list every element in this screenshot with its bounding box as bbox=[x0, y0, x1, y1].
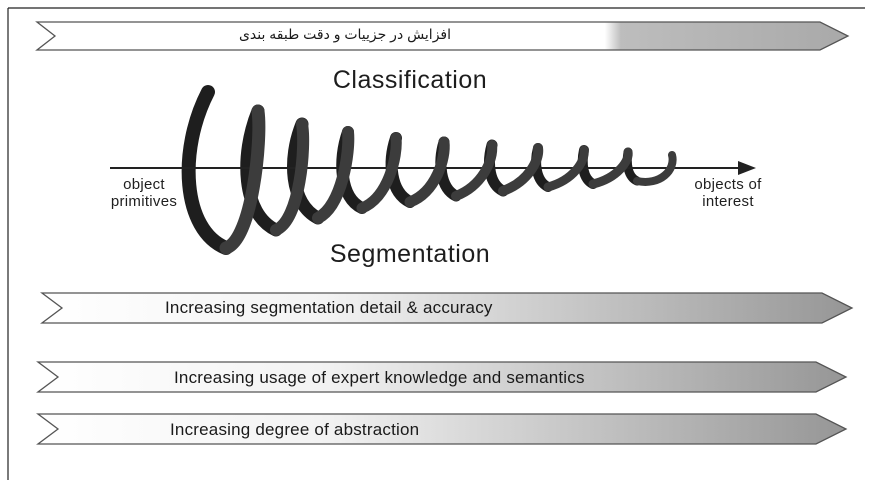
objects-of-interest-label: objects of interest bbox=[683, 176, 773, 210]
arrow-label-expert-knowledge: Increasing usage of expert knowledge and… bbox=[174, 368, 585, 387]
segmentation-label: Segmentation bbox=[329, 240, 491, 268]
objects-of-interest-line1: objects of bbox=[694, 176, 762, 193]
arrow-banner-1 bbox=[40, 292, 854, 324]
object-primitives-line1: object bbox=[123, 176, 165, 193]
classification-label: Classification bbox=[332, 66, 488, 94]
objects-of-interest-line2: interest bbox=[702, 193, 754, 210]
object-primitives-line2: primitives bbox=[110, 193, 178, 210]
object-primitives-label: object primitives bbox=[98, 176, 190, 210]
arrow-banner-2 bbox=[36, 361, 848, 393]
arrow-label-segmentation-detail: Increasing segmentation detail & accurac… bbox=[165, 298, 493, 317]
header-arrow-banner bbox=[35, 21, 850, 51]
axis-arrow bbox=[110, 161, 756, 175]
helix-front-strands bbox=[219, 104, 677, 255]
arrow-label-abstraction: Increasing degree of abstraction bbox=[170, 420, 420, 439]
header-arrow-label: افزایش در جزییات و دقت طبقه بندی bbox=[238, 26, 452, 42]
arrow-banner-3 bbox=[36, 413, 848, 445]
